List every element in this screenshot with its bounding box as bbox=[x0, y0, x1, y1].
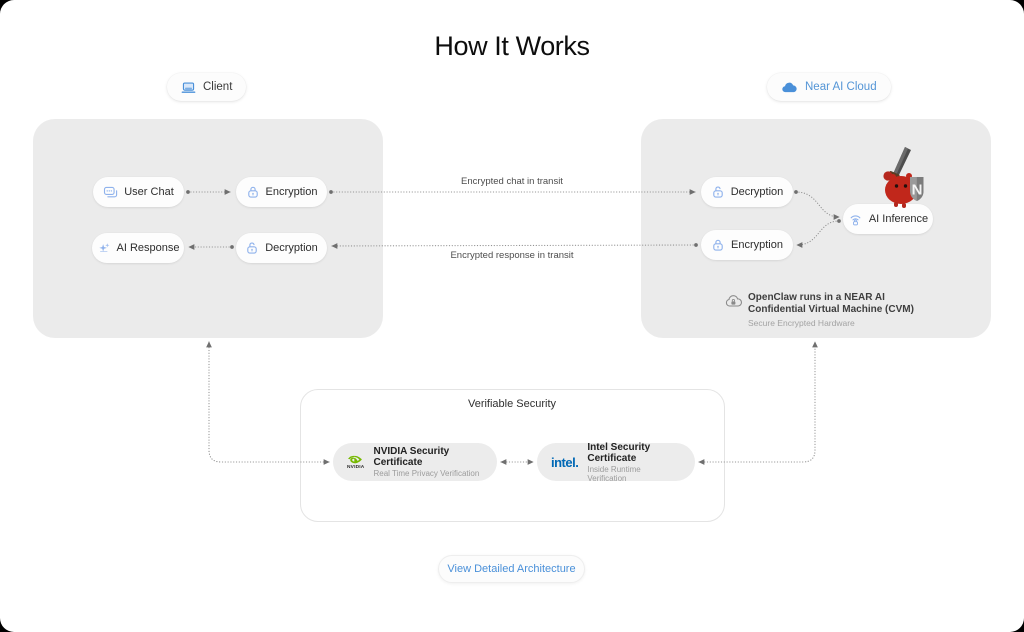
unlock-icon bbox=[247, 242, 257, 254]
cloud-lock-icon bbox=[725, 295, 742, 307]
nvidia-wordmark: NVIDIA bbox=[347, 464, 365, 470]
nvidia-certificate-text: NVIDIA Security Certificate Real Time Pr… bbox=[373, 446, 483, 478]
nvidia-logo: NVIDIA bbox=[347, 454, 364, 471]
ai-response-node: AI Response bbox=[92, 233, 184, 263]
client-badge: Client bbox=[167, 73, 247, 101]
wifi-lock-icon bbox=[850, 214, 861, 225]
intel-certificate-title: Intel Security Certificate bbox=[587, 441, 651, 464]
intel-certificate-subtitle: Inside Runtime Verification bbox=[587, 464, 641, 483]
nvidia-certificate-title: NVIDIA Security Certificate bbox=[373, 446, 450, 468]
cvm-note-line2: Confidential Virtual Machine (CVM) bbox=[748, 303, 914, 315]
cvm-note-line1: OpenClaw runs in a NEAR AI bbox=[748, 292, 885, 303]
lock-icon bbox=[713, 239, 723, 251]
cloud-encryption-node: Encryption bbox=[701, 230, 793, 260]
near-ai-cloud-badge[interactable]: Near AI Cloud bbox=[767, 73, 891, 101]
view-detailed-architecture-button[interactable]: View Detailed Architecture bbox=[438, 555, 585, 583]
client-decryption-label: Decryption bbox=[265, 242, 318, 254]
client-badge-label: Client bbox=[203, 81, 233, 93]
client-encryption-node: Encryption bbox=[236, 177, 327, 207]
unlock-icon bbox=[712, 186, 723, 198]
laptop-icon bbox=[181, 81, 196, 93]
client-encryption-label: Encryption bbox=[265, 186, 318, 198]
cloud-decryption-label: Decryption bbox=[730, 186, 784, 198]
cloud-encryption-label: Encryption bbox=[731, 239, 783, 251]
encrypted-chat-transit-label: Encrypted chat in transit bbox=[461, 176, 563, 187]
ai-inference-node: AI Inference bbox=[843, 204, 933, 234]
ai-response-label: AI Response bbox=[116, 242, 180, 254]
client-panel bbox=[33, 119, 383, 338]
openclaw-mascot: N bbox=[883, 147, 924, 208]
near-ai-cloud-label: Near AI Cloud bbox=[805, 81, 877, 93]
intel-certificate-text: Intel Security Certificate Inside Runtim… bbox=[587, 442, 681, 483]
nvidia-certificate-card: NVIDIA NVIDIA Security Certificate Real … bbox=[333, 443, 497, 481]
user-chat-node: User Chat bbox=[93, 177, 184, 207]
page-title: How It Works bbox=[434, 31, 590, 61]
cvm-note-subtitle: Secure Encrypted Hardware bbox=[748, 318, 855, 328]
cloud-decryption-node: Decryption bbox=[701, 177, 793, 207]
lock-icon bbox=[247, 186, 258, 198]
nvidia-eye-icon bbox=[348, 455, 363, 463]
nvidia-certificate-subtitle: Real Time Privacy Verification bbox=[373, 469, 480, 478]
intel-certificate-card: intel. Intel Security Certificate Inside… bbox=[537, 442, 695, 483]
ai-inference-label: AI Inference bbox=[868, 213, 929, 225]
intel-logo: intel. bbox=[551, 454, 579, 470]
verifiable-security-title: Verifiable Security bbox=[467, 398, 557, 410]
cloud-icon bbox=[782, 82, 797, 92]
encrypted-response-transit-label: Encrypted response in transit bbox=[450, 250, 574, 261]
cvm-note: OpenClaw runs in a NEAR AI Confidential … bbox=[748, 292, 914, 328]
sparkles-icon bbox=[98, 243, 109, 252]
client-decryption-node: Decryption bbox=[236, 233, 327, 263]
chat-icon bbox=[104, 186, 118, 197]
mascot-shield-letter: N bbox=[912, 182, 923, 199]
user-chat-label: User Chat bbox=[124, 186, 174, 198]
